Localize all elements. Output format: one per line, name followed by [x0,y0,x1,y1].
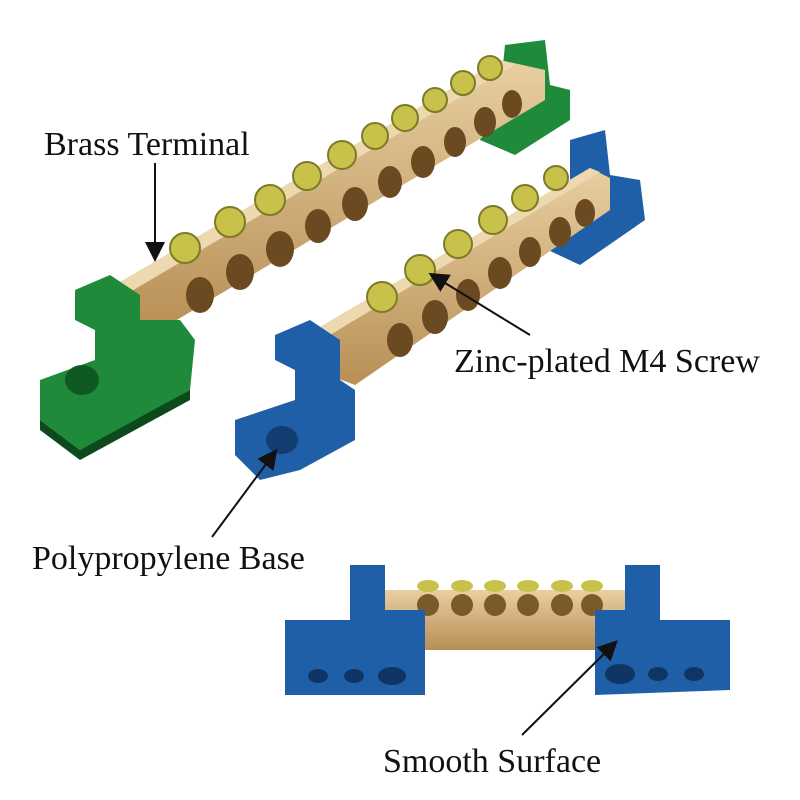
surface-label: Smooth Surface [383,743,602,780]
screw-label: Zinc-plated M4 Screw [454,343,760,380]
blue-terminal-bar [235,130,645,480]
base-label: Polypropylene Base [32,540,305,577]
surface-arrow [521,640,618,736]
green-terminal-bar [40,40,570,460]
screw-arrow [428,272,531,336]
base-arrow [211,448,278,538]
short-blue-terminal-bar [285,565,730,695]
brass-terminal-label: Brass Terminal [44,126,250,163]
